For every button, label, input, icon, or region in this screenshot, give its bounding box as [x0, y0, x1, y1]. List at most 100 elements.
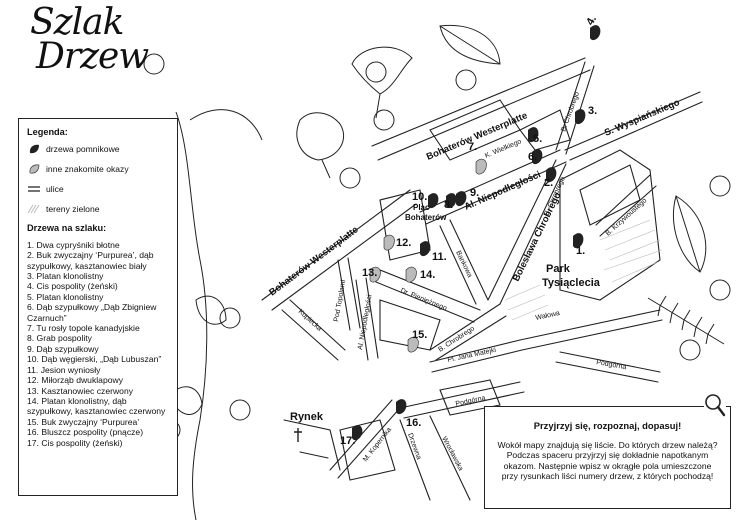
tree-list-item: 14. Platan klonolistny, dąb szypułkowy, …	[27, 395, 166, 417]
street-line	[377, 69, 591, 161]
dark-leaf-icon	[29, 145, 39, 154]
tree-list-item: 16. Bluszcz pospolity (pnącze)	[27, 427, 144, 438]
street-label: K. Wielkiego	[484, 138, 523, 160]
street-label: Wałowa	[535, 310, 561, 322]
street-line	[337, 407, 401, 479]
monument-tree-icon	[575, 109, 586, 125]
street-line	[379, 269, 481, 311]
street-line	[595, 174, 651, 226]
tree-list-item: 10. Dąb węgierski, „Dąb Lubuszan”	[27, 354, 162, 365]
marker-number: 14.	[420, 269, 435, 281]
street-line	[281, 309, 339, 361]
street-line	[365, 277, 379, 359]
park-label: Tysiąclecia	[542, 277, 601, 289]
street-line	[403, 391, 525, 419]
notable-tree-icon	[383, 234, 395, 251]
street-line	[429, 339, 521, 363]
street-line	[289, 299, 346, 351]
marker-number: 16.	[406, 417, 421, 429]
title-line: Szlak	[30, 2, 124, 43]
street-label: S. Wyspiańskiego	[603, 97, 682, 139]
notable-tree-icon	[407, 336, 419, 353]
tree-list-item: 7. Tu rosły topole kanadyjskie	[27, 323, 140, 334]
monument-tree-icon	[396, 399, 407, 415]
marker-number: 8.	[444, 199, 453, 211]
street-line	[399, 381, 521, 409]
marker-number: 6.	[528, 151, 537, 163]
legend-label: inne znakomite okazy	[46, 164, 129, 175]
street-line	[337, 259, 351, 331]
street-line	[487, 159, 557, 301]
monument-tree-icon	[428, 193, 439, 209]
green-area	[504, 219, 663, 321]
street-line	[355, 279, 369, 361]
street-line	[271, 203, 417, 311]
tree-list-item: 3. Platan klonolistny	[27, 271, 104, 282]
street-lines-icon	[28, 186, 40, 193]
street-label: Kupiecka	[297, 308, 323, 333]
city-block	[379, 299, 441, 351]
trail-title-logo: Szlak Drzew	[30, 2, 149, 75]
legend-label: drzewa pomnikowe	[46, 144, 120, 155]
street-label: Bohaterów Westerplatte	[267, 224, 360, 298]
legend-heading: Legenda:	[27, 127, 68, 137]
tree-list: 1. Dwa cypryśniki błotne 2. Buk zwyczajn…	[27, 240, 171, 448]
monument-tree-icon	[546, 167, 557, 183]
street-label: B. Chrobrego	[437, 325, 476, 354]
marker-number: 11.	[432, 251, 447, 263]
tree-list-item: 8. Grab pospolity	[27, 333, 92, 344]
street-line	[559, 351, 661, 373]
street-line	[429, 303, 501, 351]
street-line	[435, 315, 507, 361]
city-block	[339, 419, 396, 481]
city-block	[439, 379, 501, 416]
tree-list-item: 5. Platan klonolistny	[27, 291, 104, 302]
monument-tree-icon	[352, 425, 363, 441]
marker-number: 5.	[533, 133, 542, 145]
monument-tree-icon	[420, 241, 431, 257]
ginkgo-leaf-icon	[351, 46, 413, 119]
street-label: Pl. Jana Matejki	[447, 347, 497, 364]
marker-number: 15.	[412, 329, 427, 341]
park-outline	[559, 149, 661, 301]
legend-row: ulice	[27, 183, 171, 195]
tree-list-item: 12. Miłorząb dwuklapowy	[27, 375, 124, 386]
street-line	[375, 281, 475, 323]
tree-list-item: 1. Dwa cypryśniki błotne	[27, 239, 120, 250]
legend-panel: Legenda: drzewa pomnikowe inne znakomite…	[18, 118, 178, 496]
street-line	[431, 349, 523, 373]
notable-tree-icon	[475, 158, 487, 175]
street-label: Bankowa	[454, 250, 473, 279]
monument-tree-icon	[532, 149, 543, 165]
street-line	[599, 185, 657, 237]
street-label: Podgórna	[455, 395, 486, 408]
tree-list-item: 11. Jesion wyniosły	[27, 364, 101, 375]
marker-number: 9.	[470, 187, 479, 199]
street-line	[555, 61, 586, 151]
elm-leaf-icon	[673, 195, 707, 273]
street-line	[449, 219, 489, 301]
street-line	[299, 451, 329, 459]
notable-tree-icon	[369, 266, 381, 283]
street-line	[521, 319, 663, 351]
tree-list-item: 2. Buk zwyczajny ‘Purpurea’, dąb szypułk…	[27, 250, 154, 271]
rynek-label: Rynek	[290, 411, 324, 423]
monument-tree-icon	[528, 127, 539, 143]
church-icon	[294, 428, 302, 442]
street-line	[347, 257, 361, 329]
park-label: Park	[546, 263, 571, 275]
green-area-icon	[27, 205, 40, 214]
street-label: Bohaterów	[405, 213, 447, 222]
street-line	[425, 161, 567, 225]
legend-label: ulice	[46, 184, 64, 195]
tree-list-item: 4. Cis pospolity (żeński)	[27, 281, 118, 292]
monument-tree-icon	[573, 233, 584, 249]
street-line	[399, 419, 431, 501]
street-line	[371, 57, 586, 147]
street-line	[439, 225, 477, 305]
city-block	[519, 109, 571, 151]
tree-markers	[294, 25, 601, 442]
street-line	[261, 189, 411, 301]
